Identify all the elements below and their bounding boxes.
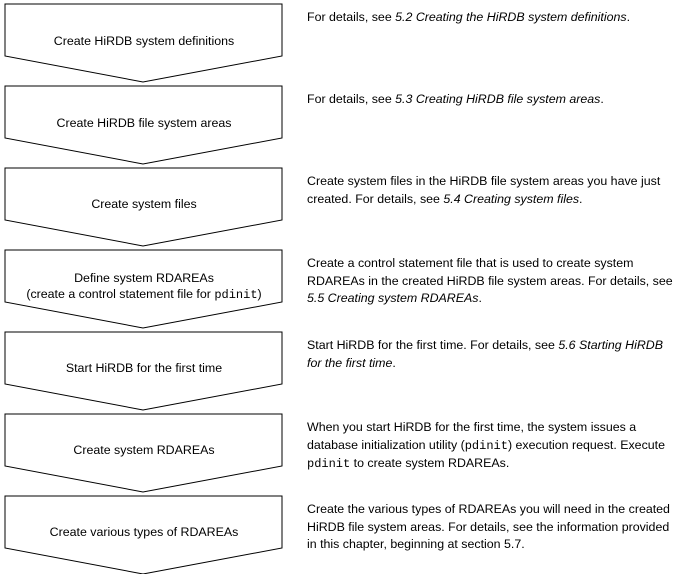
section-reference: 5.6 Starting HiRDB for the first time xyxy=(307,338,664,370)
step-5-box xyxy=(4,331,283,411)
step-3-label: Create system files xyxy=(91,197,197,211)
step-6-description: When you start HiRDB for the first time,… xyxy=(307,420,665,471)
step-1-description: For details, see 5.2 Creating the HiRDB … xyxy=(307,10,631,24)
step-1-box xyxy=(4,3,283,83)
step-1-label: Create HiRDB system definitions xyxy=(53,34,235,48)
step-2-description: For details, see 5.3 Creating HiRDB file… xyxy=(307,92,604,106)
step-3-description: Create system files in the HiRDB file sy… xyxy=(307,174,661,206)
step-7-box xyxy=(4,495,283,574)
section-reference: 5.4 Creating system files xyxy=(443,191,580,206)
step-2-box xyxy=(4,85,283,165)
step-4-box xyxy=(4,249,283,329)
step-5-description: Start HiRDB for the first time. For deta… xyxy=(307,338,664,370)
step-4-label: Define system RDAREAs (create a control … xyxy=(26,271,262,302)
section-reference: 5.3 Creating HiRDB file system areas xyxy=(395,92,601,106)
step-6-box xyxy=(4,413,283,493)
pdinit-code: pdinit xyxy=(464,438,508,453)
step-3-box xyxy=(4,167,283,247)
step-5-label: Start HiRDB for the first time xyxy=(65,361,223,375)
pdinit-code: pdinit xyxy=(214,288,258,302)
step-6-label: Create system RDAREAs xyxy=(73,443,215,457)
step-4-description: Create a control statement file that is … xyxy=(307,256,673,305)
section-reference: 5.2 Creating the HiRDB system definition… xyxy=(395,10,627,24)
section-reference: 5.5 Creating system RDAREAs xyxy=(307,291,479,305)
step-7-description: Create the various types of RDAREAs you … xyxy=(307,502,670,551)
step-2-label: Create HiRDB file system areas xyxy=(56,116,232,130)
step-7-label: Create various types of RDAREAs xyxy=(49,525,239,539)
pdinit-code: pdinit xyxy=(307,457,351,471)
